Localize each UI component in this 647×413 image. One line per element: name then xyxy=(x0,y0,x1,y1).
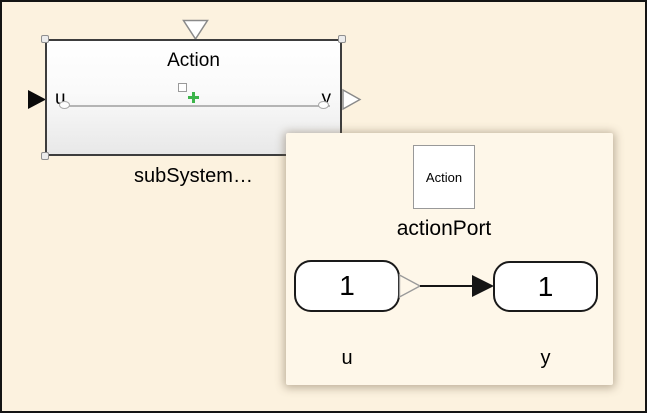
inport-value: 1 xyxy=(339,270,355,301)
inport-block: 1 xyxy=(294,260,400,312)
content-preview-popup: Action actionPort 1 1 u y xyxy=(286,133,613,385)
signal-arrowhead-icon xyxy=(472,275,494,297)
plus-icon xyxy=(188,92,199,103)
subsystem-block[interactable]: Action u y xyxy=(45,39,342,156)
subsystem-input-port-label: u xyxy=(55,88,66,109)
action-port-icon xyxy=(182,19,209,41)
outport-block: 1 xyxy=(493,261,598,312)
signal-line xyxy=(420,285,475,287)
subsystem-title: Action xyxy=(167,50,220,71)
subsystem-name-label[interactable]: subSystem… xyxy=(134,165,253,187)
content-preview-signal-line xyxy=(64,105,330,107)
selection-handle[interactable] xyxy=(41,35,49,43)
outport-name-label: y xyxy=(540,347,551,369)
subsystem-output-port-label: y xyxy=(321,88,332,109)
action-port-name-label: actionPort xyxy=(396,217,492,240)
content-preview-mini-block xyxy=(178,83,187,92)
output-port-arrow-icon[interactable] xyxy=(342,88,362,111)
input-port-arrow-icon[interactable] xyxy=(27,88,47,111)
selection-handle[interactable] xyxy=(41,152,49,160)
inport-name-label: u xyxy=(341,347,353,369)
outport-value: 1 xyxy=(537,270,554,302)
inport-output-arrow-icon xyxy=(398,273,422,299)
selection-handle[interactable] xyxy=(338,35,346,43)
line-endcap-icon xyxy=(59,101,70,109)
line-endcap-icon xyxy=(318,101,329,109)
action-port-block: Action xyxy=(413,145,475,209)
action-port-block-label: Action xyxy=(425,169,463,185)
